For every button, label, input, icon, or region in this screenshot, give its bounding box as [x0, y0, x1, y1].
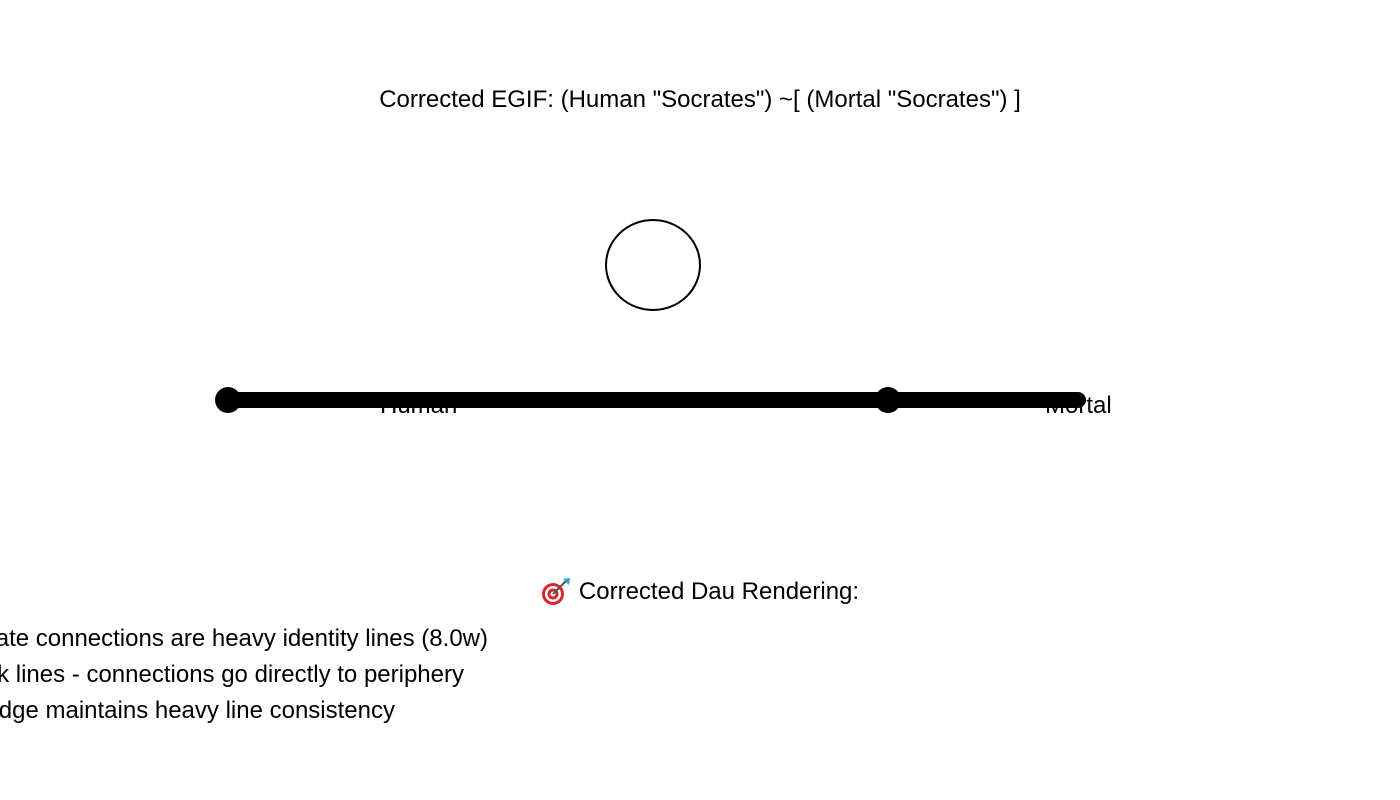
caption-line-3: dge maintains heavy line consistency — [0, 697, 395, 724]
caption-line-2: k lines - connections go directly to per… — [0, 661, 464, 688]
identity-line-endpoint-left — [215, 387, 241, 413]
predicate-label-mortal: Mortal — [1045, 392, 1112, 419]
predicate-label-human: Human — [380, 392, 457, 419]
identity-line-endpoint-middle — [875, 387, 901, 413]
caption-line-1: ate connections are heavy identity lines… — [0, 625, 488, 652]
caption-heading-text: Corrected Dau Rendering: — [578, 578, 860, 605]
negation-cut — [605, 219, 701, 311]
diagram-title: Corrected EGIF: (Human "Socrates") ~[ (M… — [379, 86, 1021, 113]
target-dart-icon — [541, 576, 571, 606]
caption-heading: Corrected Dau Rendering: — [0, 576, 1400, 608]
